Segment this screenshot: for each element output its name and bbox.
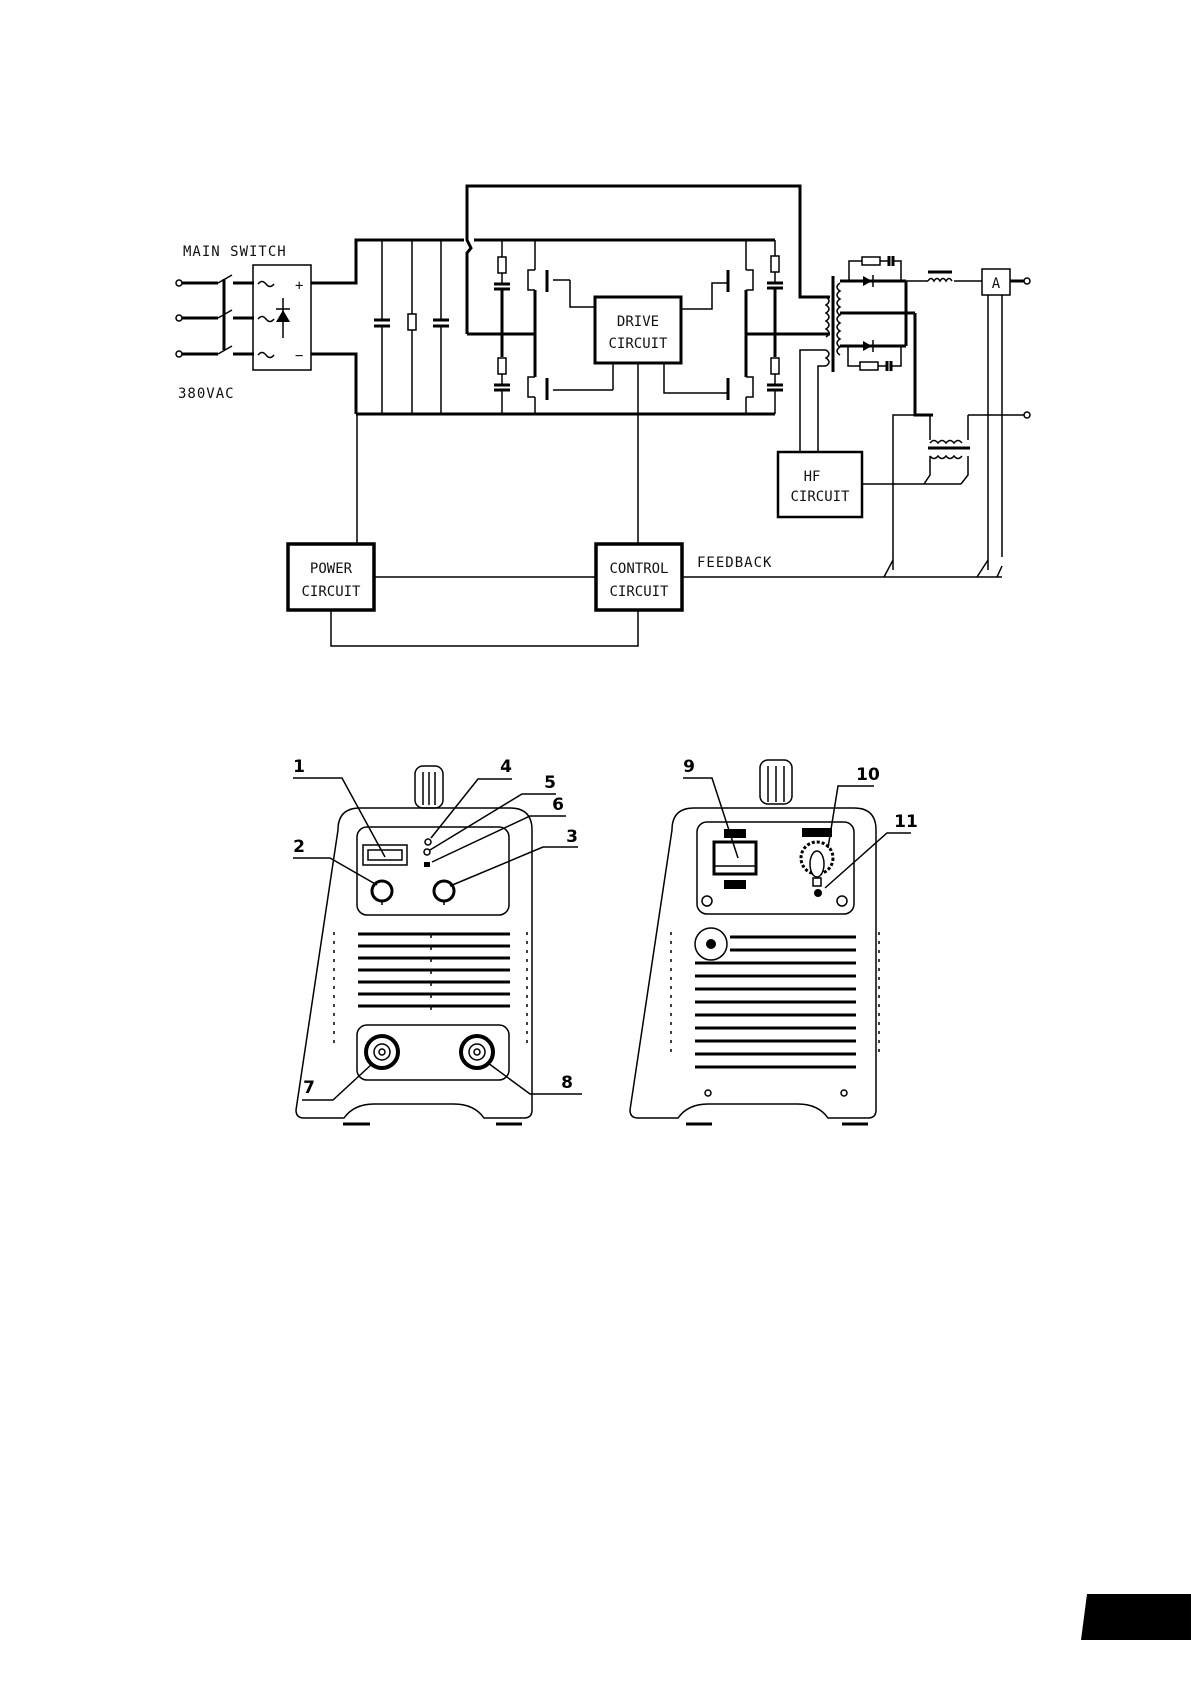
dc-bus-positive — [311, 238, 464, 285]
three-phase-input — [175, 274, 254, 358]
callout-1: 1 — [293, 757, 386, 858]
diode-icon — [863, 340, 874, 352]
callout-9: 9 — [683, 757, 739, 859]
page-number-tab — [1081, 1594, 1191, 1640]
output-socket-icon — [459, 1034, 495, 1070]
side-fins — [670, 932, 880, 1056]
callout-3: 3 — [449, 827, 578, 887]
svg-text:6: 6 — [552, 795, 564, 815]
output-socket-icon — [364, 1034, 400, 1070]
input-terminal — [175, 350, 183, 358]
indicator-led — [424, 862, 430, 867]
svg-text:5: 5 — [544, 773, 556, 793]
output-inductor-icon — [927, 270, 953, 283]
drive-circuit-label-1: DRIVE — [617, 314, 659, 330]
igbt-upper-right — [726, 240, 754, 334]
ventilation-grille — [358, 932, 510, 1010]
rectifier-bridge: + − — [252, 264, 312, 371]
knob-icon — [432, 879, 456, 905]
gas-inlet-icon — [799, 828, 835, 887]
igbt-upper-left — [527, 240, 570, 334]
dc-bus-negative — [311, 352, 358, 414]
callout-8: 8 — [487, 1062, 582, 1095]
rear-panel-illustration: 9 10 11 — [629, 757, 918, 1126]
hf-circuit-label-2: CIRCUIT — [790, 489, 850, 505]
hf-circuit-label-1: HF — [804, 469, 821, 485]
callout-2: 2 — [293, 837, 378, 886]
panel-screw-icon — [836, 895, 848, 907]
svg-text:9: 9 — [683, 757, 695, 777]
handle-icon — [414, 765, 444, 809]
power-circuit-label-2: CIRCUIT — [301, 584, 361, 600]
snubber-rc — [494, 240, 510, 414]
snubber-rc — [847, 346, 902, 371]
snubber-rc — [767, 240, 783, 414]
hf-circuit-block: HF CIRCUIT — [776, 450, 864, 519]
svg-text:3: 3 — [566, 827, 578, 847]
ammeter-label: A — [992, 276, 1001, 292]
rectifier-minus: − — [295, 348, 304, 364]
input-voltage-label: 380VAC — [178, 386, 235, 402]
power-circuit-block: POWER CIRCUIT — [286, 542, 376, 612]
svg-text:2: 2 — [293, 837, 305, 857]
svg-text:10: 10 — [856, 765, 880, 785]
ammeter: A — [981, 268, 1011, 296]
igbt-lower-right — [726, 334, 754, 414]
knob-icon — [370, 879, 394, 905]
drive-circuit-label-2: CIRCUIT — [608, 336, 668, 352]
feedback-label: FEEDBACK — [697, 555, 772, 571]
bus-resistor — [407, 240, 417, 414]
svg-text:7: 7 — [303, 1078, 315, 1098]
bus-capacitor — [433, 240, 449, 414]
power-circuit-label-1: POWER — [310, 561, 353, 577]
output-terminal-positive — [1023, 277, 1031, 285]
output-terminal-negative — [1023, 411, 1031, 419]
bus-capacitor — [374, 240, 390, 414]
diode-icon — [276, 298, 290, 338]
input-terminal — [175, 279, 183, 287]
hf-coupling-transformer-icon — [923, 415, 970, 485]
control-circuit-block: CONTROL CIRCUIT — [594, 542, 684, 612]
snubber-rc — [848, 256, 902, 281]
transformer-icon — [824, 276, 842, 372]
svg-text:1: 1 — [293, 757, 305, 777]
callout-11: 11 — [824, 812, 918, 889]
main-switch-icon — [217, 274, 233, 355]
diode-icon — [863, 275, 874, 287]
foot-screw-icon — [840, 1089, 848, 1097]
svg-text:4: 4 — [500, 757, 512, 777]
igbt-lower-left — [527, 334, 613, 414]
callout-10: 10 — [827, 765, 880, 849]
callout-6: 6 — [431, 795, 566, 863]
ground-screw-icon — [814, 889, 822, 897]
front-panel-illustration: 1 2 3 4 5 6 7 8 — [293, 757, 582, 1126]
rectifier-plus: + — [295, 278, 304, 294]
control-circuit-label-1: CONTROL — [609, 561, 668, 577]
input-terminal — [175, 314, 183, 322]
indicator-led — [423, 848, 431, 856]
display-window — [362, 844, 408, 866]
side-fins — [333, 932, 528, 1046]
ventilation-grille — [695, 935, 856, 1069]
indicator-led — [424, 838, 432, 846]
drive-circuit-block: DRIVE CIRCUIT — [593, 295, 683, 365]
handle-icon — [759, 759, 793, 805]
power-cable-gland-icon — [694, 927, 728, 961]
control-circuit-label-2: CIRCUIT — [609, 584, 669, 600]
svg-text:8: 8 — [561, 1073, 573, 1093]
panel-screw-icon — [701, 895, 713, 907]
callout-4: 4 — [430, 757, 512, 839]
callout-7: 7 — [302, 1063, 373, 1101]
svg-text:11: 11 — [894, 812, 918, 832]
power-switch-icon — [712, 829, 758, 889]
main-switch-label: MAIN SWITCH — [183, 244, 287, 260]
primary-feed-loop — [465, 184, 830, 334]
callout-5: 5 — [429, 773, 556, 851]
foot-screw-icon — [704, 1089, 712, 1097]
circuit-schematic: MAIN SWITCH 380VAC — [175, 184, 1031, 647]
